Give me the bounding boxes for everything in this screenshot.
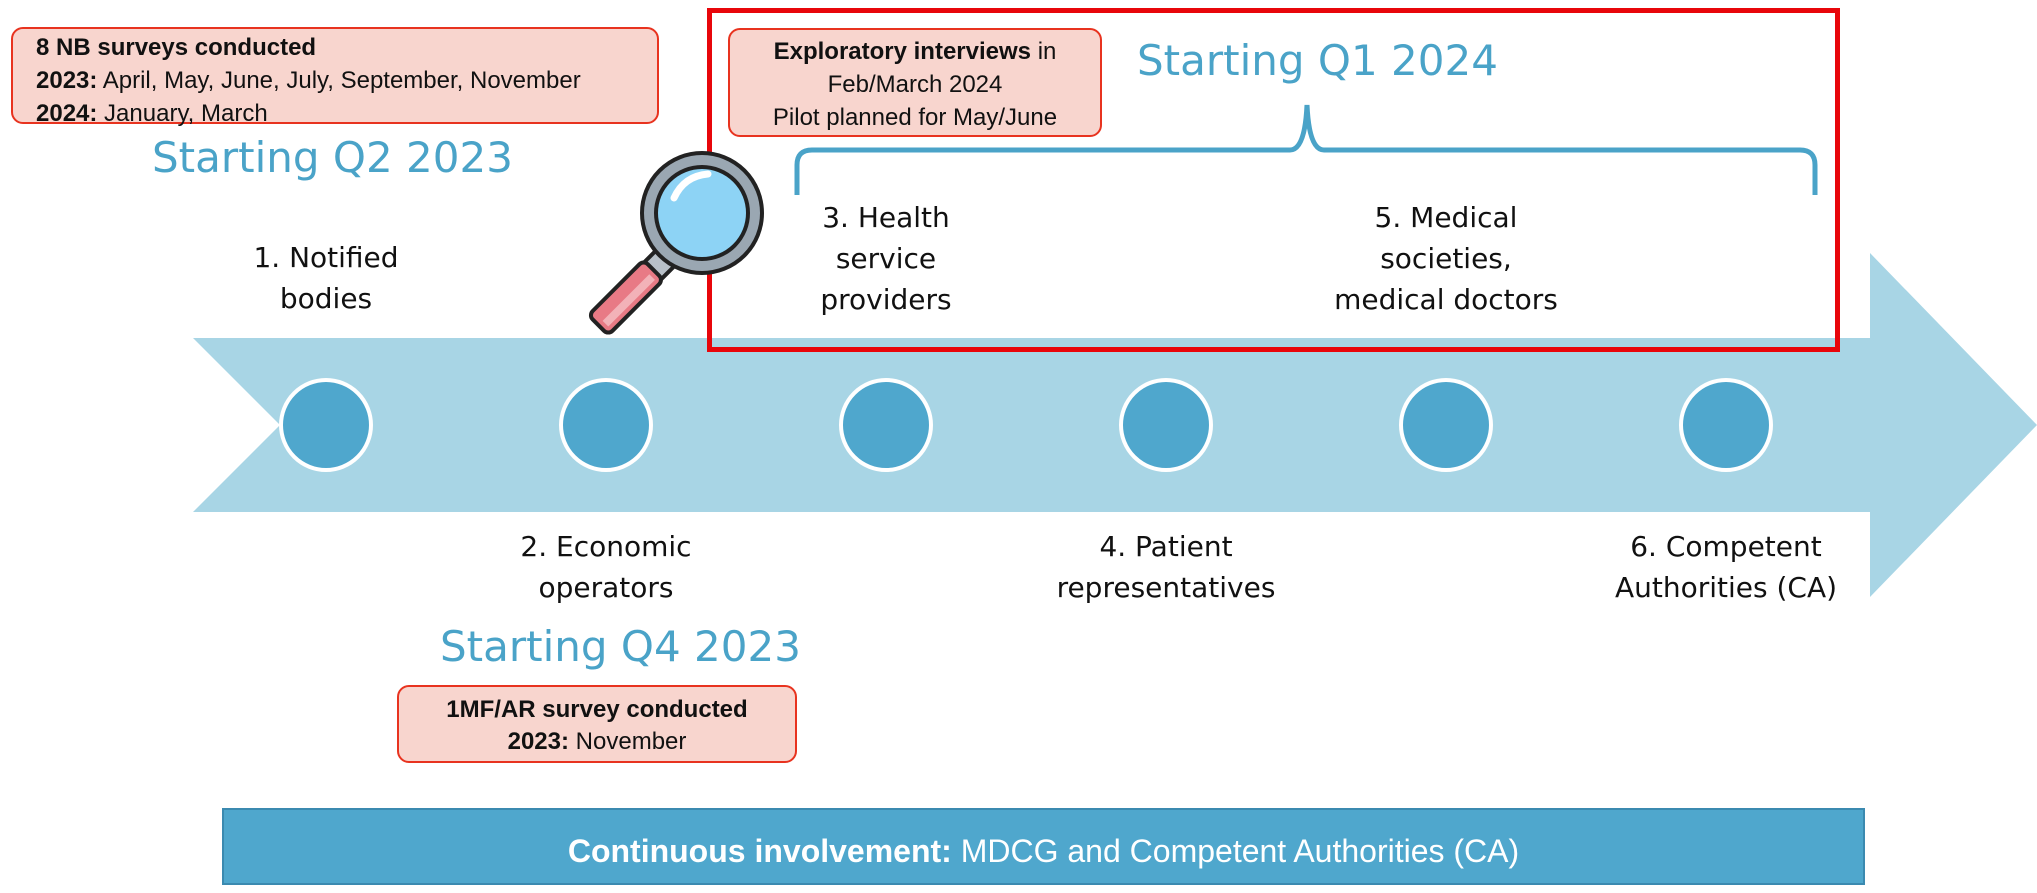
- continuous-involvement-label: Continuous involvement:: [567, 833, 952, 869]
- continuous-involvement-text: MDCG and Competent Authorities (CA): [951, 833, 1520, 869]
- starting-q4-2023: Starting Q4 2023: [440, 622, 801, 671]
- nb-surveys-title: 8 NB surveys conducted: [36, 34, 317, 61]
- nb-year-2023: 2023:: [36, 67, 98, 94]
- magnifying-glass-icon: [588, 151, 764, 335]
- nb-surveys-note: 8 NB surveys conducted 2023: April, May,…: [11, 27, 659, 127]
- mf-survey-title: 1MF/AR survey conducted: [446, 696, 748, 723]
- stage-2-label: 2. Economic operators: [520, 530, 692, 604]
- interviews-note: Exploratory interviews in Feb/March 2024…: [728, 28, 1102, 137]
- stage-5-label: 5. Medical societies, medical doctors: [1334, 201, 1558, 316]
- mf-year-2023: 2023:: [507, 728, 569, 755]
- interviews-date: Feb/March 2024: [827, 71, 1003, 98]
- starting-q2-2023: Starting Q2 2023: [152, 133, 513, 182]
- timeline-dot-5: [1399, 378, 1493, 472]
- interviews-in: in: [1031, 38, 1057, 65]
- mf-survey-note: 1MF/AR survey conducted 2023: November: [397, 685, 797, 763]
- starting-q1-2024: Starting Q1 2024: [1137, 36, 1498, 85]
- nb-months-2024: January, March: [97, 100, 268, 127]
- timeline-dot-2: [559, 378, 653, 472]
- timeline-dot-4: [1119, 378, 1213, 472]
- timeline-dot-3: [839, 378, 933, 472]
- stage-1-label: 1. Notified bodies: [253, 241, 399, 315]
- nb-months-2023: April, May, June, July, September, Novem…: [97, 67, 581, 94]
- timeline-dot-6: [1679, 378, 1773, 472]
- mf-months-2023: November: [569, 728, 687, 755]
- stage-3-label: 3. Health service providers: [820, 201, 952, 316]
- nb-year-2024: 2024:: [36, 100, 98, 127]
- timeline-dot-1: [279, 378, 373, 472]
- stage-4-label: 4. Patient representatives: [1056, 530, 1276, 604]
- continuous-involvement-bar: Continuous involvement: MDCG and Compete…: [222, 808, 1865, 885]
- interviews-pilot: Pilot planned for May/June: [772, 104, 1058, 131]
- stage-6-label: 6. Competent Authorities (CA): [1614, 530, 1838, 604]
- interviews-title: Exploratory interviews: [773, 38, 1032, 65]
